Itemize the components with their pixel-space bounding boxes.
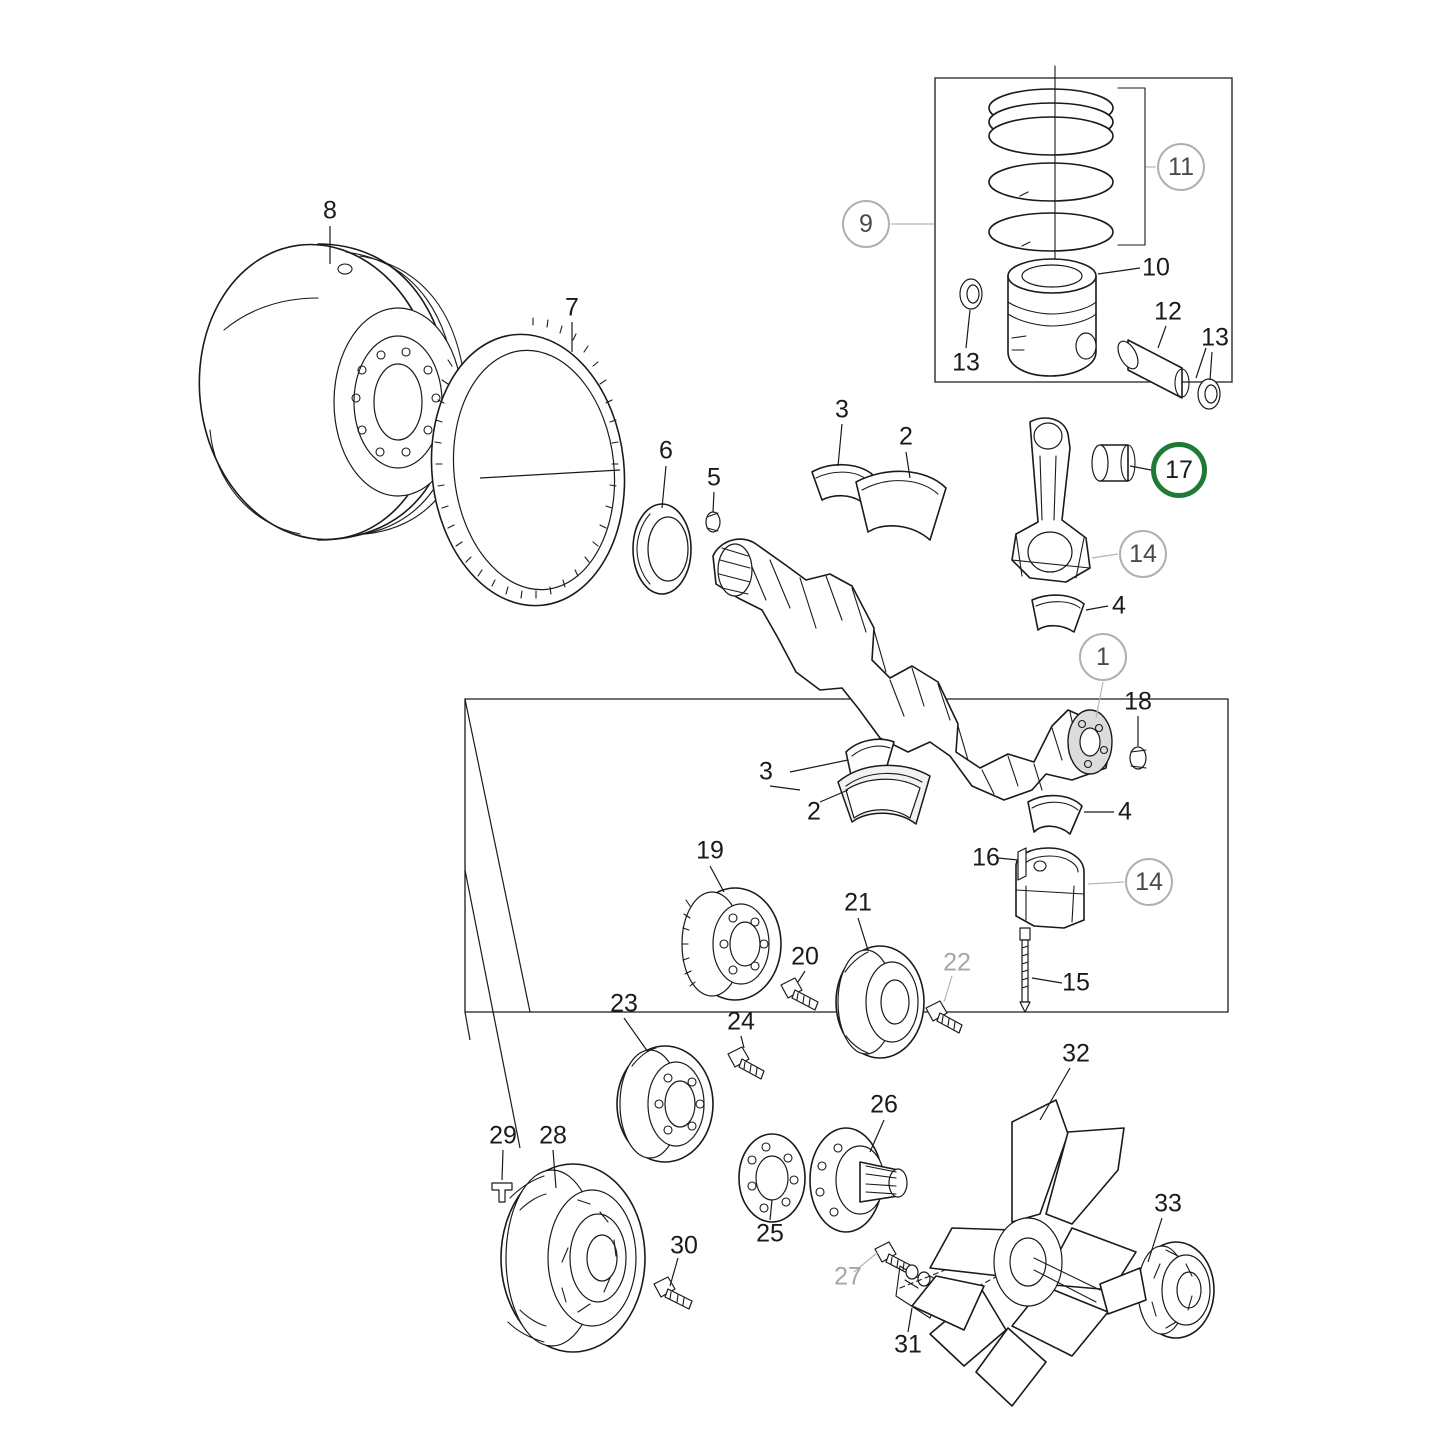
callout-11: 11 [1157,143,1205,191]
callout-18: 18 [1124,687,1152,716]
part-12-piston-pin [1117,339,1207,399]
callout-20: 20 [791,942,819,971]
group-box-rings [1117,87,1146,246]
part-16-pin [1017,847,1027,881]
part-13-circlip-right [1197,378,1221,410]
part-21-pulley [835,945,925,1059]
part-28-crank-pulley [500,1163,646,1353]
callout-10: 10 [1142,253,1170,282]
callout-5: 5 [707,463,721,492]
callout-32: 32 [1062,1039,1090,1068]
callout-21: 21 [844,888,872,917]
callout-8: 8 [323,196,337,225]
callout-25: 25 [756,1219,784,1248]
callout-6: 6 [659,436,673,465]
callout-23: 23 [610,989,638,1018]
part-29-key [491,1182,513,1203]
part-13-circlip-left [959,278,983,310]
callout-4-lower: 4 [1118,797,1132,826]
leader-lines [329,166,1213,1333]
part-8-damper [198,243,467,541]
callout-13-left: 13 [952,348,980,377]
callout-4-upper: 4 [1112,591,1126,620]
part-6-seal [632,503,692,595]
part-23-pulley [616,1045,714,1163]
part-26-hub [809,1127,908,1233]
part-11-piston-rings [988,65,1114,281]
callout-3-upper: 3 [835,395,849,424]
callout-22: 22 [943,948,971,977]
part-4-thrust-upper [1031,594,1085,633]
part-20-bolt [780,977,819,1011]
part-1-crankshaft [712,538,1113,801]
part-17-bushing [1091,444,1136,482]
callout-33: 33 [1154,1189,1182,1218]
callout-12: 12 [1154,297,1182,326]
callout-29: 29 [489,1121,517,1150]
callout-3-lower: 3 [759,757,773,786]
callout-13-right: 13 [1201,323,1229,352]
callout-30: 30 [670,1231,698,1260]
callout-28: 28 [539,1121,567,1150]
part-10-piston [1007,258,1097,377]
callout-19: 19 [696,836,724,865]
callout-24: 24 [727,1007,755,1036]
callout-31: 31 [894,1330,922,1359]
part-33-fan-pulley [1099,1241,1215,1339]
part-32-fan [911,1099,1137,1407]
callout-16: 16 [972,843,1000,872]
part-30-bolt [653,1276,693,1310]
callout-27: 27 [834,1262,862,1291]
part-24-bolt [727,1046,765,1080]
callout-1: 1 [1079,633,1127,681]
part-7-ring-gear [430,317,626,607]
callout-2-upper: 2 [899,422,913,451]
callout-17-highlighted: 17 [1151,442,1207,498]
group-box-lower [464,698,1229,1149]
callout-2-lower: 2 [807,797,821,826]
part-22-bolt [925,1000,963,1034]
callout-15: 15 [1062,968,1090,997]
part-18-plug [1129,746,1147,770]
callout-14-lower: 14 [1125,858,1173,906]
callout-14-upper: 14 [1119,530,1167,578]
part-4-thrust-lower [1027,794,1083,835]
part-5-dowel [705,511,721,533]
part-15-bolt [1019,927,1031,1013]
group-box-piston [934,77,1233,383]
callout-9: 9 [842,200,890,248]
part-2-bearing-upper [855,470,947,541]
callout-26: 26 [870,1090,898,1119]
part-19-pulley [681,887,782,1001]
callout-7: 7 [565,293,579,322]
part-14-connecting-rod [1011,417,1091,583]
part-2-bearing-lower [837,764,931,825]
part-25-spacer [738,1133,806,1223]
